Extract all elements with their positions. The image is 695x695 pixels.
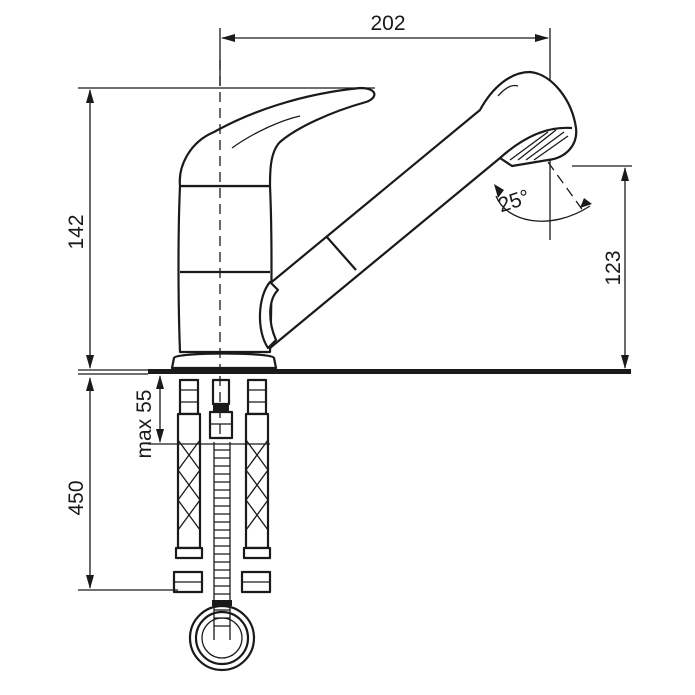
faucet-base [170, 352, 278, 370]
countertop [148, 369, 631, 374]
total-height-label: 142 [65, 214, 88, 249]
supply-hoses [172, 376, 272, 672]
hose-right [240, 378, 272, 594]
max-thickness-label: max 55 [133, 390, 156, 459]
spray-angle-indicator: 25° [494, 161, 592, 222]
dimension-hose-length: 450 [65, 373, 178, 591]
spout-reach-label: 202 [370, 12, 405, 35]
faucet-cylinder [177, 184, 273, 354]
dimension-total-height: 142 [65, 87, 375, 371]
lever-handle [178, 86, 376, 188]
dimension-spout-height: 123 [572, 165, 632, 369]
hose-left [172, 378, 204, 594]
spout-arm [260, 70, 578, 350]
hose-length-label: 450 [65, 480, 88, 515]
faucet-body [170, 70, 578, 370]
dimension-max-thickness: max 55 [133, 375, 270, 458]
dimension-spout-reach: 202 [219, 12, 551, 240]
spout-height-label: 123 [602, 250, 625, 285]
hose-center [188, 378, 256, 672]
